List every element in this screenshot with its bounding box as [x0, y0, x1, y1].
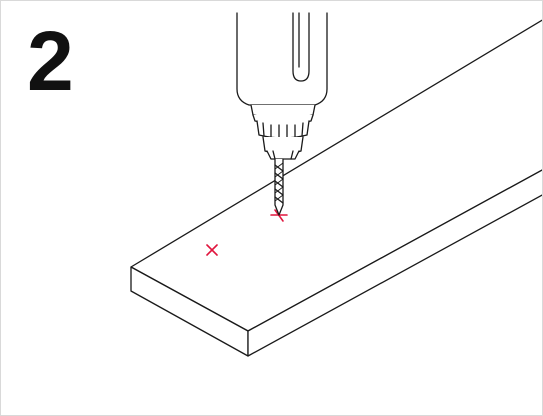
- board-side-face: [247, 169, 542, 357]
- wood-board: [130, 19, 542, 357]
- drill-chuck: [256, 120, 310, 139]
- pencil-mark-x: [206, 244, 218, 256]
- drill-body: [236, 12, 328, 106]
- step-number: 2: [27, 14, 74, 108]
- drill: [236, 12, 328, 216]
- drill-grip-slot: [292, 12, 310, 82]
- drill-bit: [274, 158, 284, 216]
